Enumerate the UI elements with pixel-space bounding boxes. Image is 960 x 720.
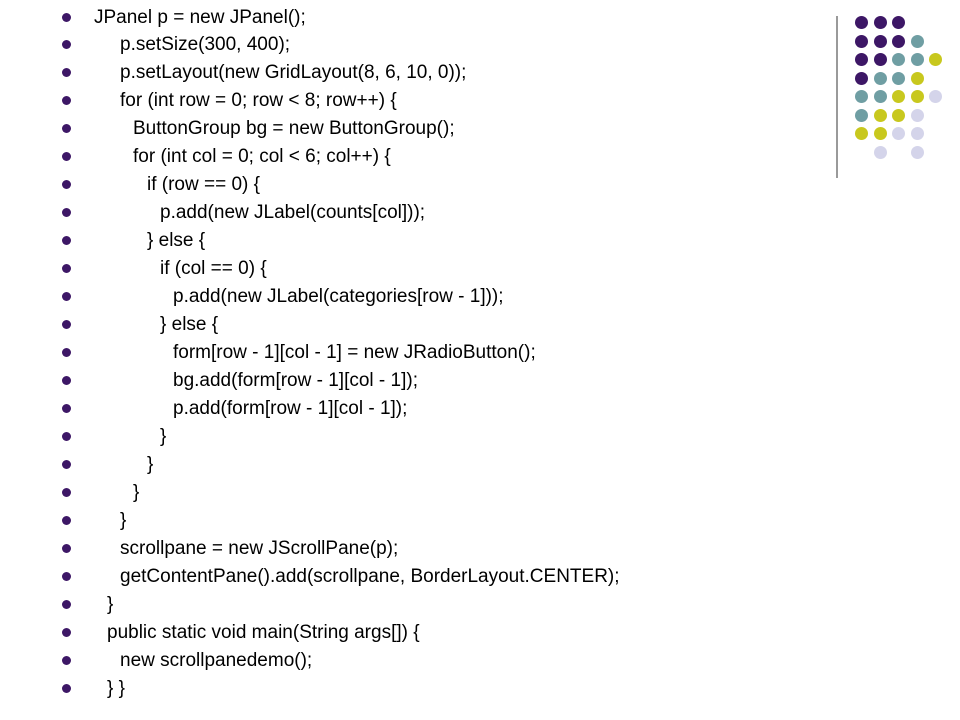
decorative-dot [855, 53, 868, 66]
decorative-dot [892, 34, 905, 48]
code-text: } [120, 510, 127, 531]
bullet-icon [62, 656, 71, 665]
decorative-dot [910, 34, 924, 48]
code-text: public static void main(String args[]) { [107, 622, 420, 643]
decorative-dot [892, 90, 905, 103]
bullet-icon [62, 124, 71, 133]
decorative-dot [873, 34, 887, 48]
bullet-icon [62, 208, 71, 217]
decorative-dot [855, 16, 868, 29]
decorative-dot [929, 90, 942, 103]
code-text: p.add(form[row - 1][col - 1]); [173, 398, 408, 419]
bullet-icon [62, 600, 71, 609]
code-text: if (row == 0) { [147, 174, 260, 195]
bullet-icon [62, 13, 71, 22]
decorative-dot [873, 90, 887, 103]
decorative-dot [910, 53, 924, 66]
bullet-icon [62, 348, 71, 357]
bullet-icon [62, 376, 71, 385]
bullet-icon [62, 544, 71, 553]
decorative-dot [892, 127, 905, 140]
code-text: new scrollpanedemo(); [120, 650, 313, 671]
decorative-dot [873, 53, 887, 66]
bullet-icon [62, 516, 71, 525]
code-text: } [107, 594, 114, 615]
decorative-dot [910, 145, 924, 159]
bullet-icon [62, 180, 71, 189]
code-text: if (col == 0) { [160, 258, 267, 279]
decorative-dot [892, 16, 905, 29]
bullet-icon [62, 488, 71, 497]
code-text: } [160, 426, 167, 447]
code-text: for (int row = 0; row < 8; row++) { [120, 90, 397, 111]
decorative-dot [910, 90, 924, 103]
bullet-icon [62, 628, 71, 637]
decorative-dot [892, 71, 905, 85]
decorative-dot [929, 53, 942, 66]
code-text: p.add(new JLabel(categories[row - 1])); [173, 286, 504, 307]
bullet-icon [62, 684, 71, 693]
code-text: p.setLayout(new GridLayout(8, 6, 10, 0))… [120, 62, 467, 83]
decorative-dot [855, 34, 868, 48]
code-text: for (int col = 0; col < 6; col++) { [133, 146, 391, 167]
code-text: scrollpane = new JScrollPane(p); [120, 538, 399, 559]
bullet-icon [62, 404, 71, 413]
bullet-icon [62, 40, 71, 49]
bullet-icon [62, 68, 71, 77]
decorative-dot [873, 127, 887, 140]
decorative-dot [910, 127, 924, 140]
bullet-icon [62, 460, 71, 469]
decorative-dot [873, 71, 887, 85]
code-text: } else { [160, 314, 219, 335]
bullet-icon [62, 572, 71, 581]
bullet-icon [62, 236, 71, 245]
decorative-divider-line [836, 16, 838, 178]
code-text: } else { [147, 230, 206, 251]
code-text: } [133, 482, 140, 503]
decorative-dot [873, 145, 887, 159]
decorative-dot [855, 108, 868, 122]
decorative-dot [855, 90, 868, 103]
bullet-icon [62, 264, 71, 273]
bullet-icon [62, 292, 71, 301]
code-bullet-list: JPanel p = new JPanel(); p.setSize(300, … [62, 7, 620, 699]
code-text: p.add(new JLabel(counts[col])); [160, 202, 426, 223]
code-text: } } [107, 678, 125, 699]
code-text: bg.add(form[row - 1][col - 1]); [173, 370, 418, 391]
code-text: p.setSize(300, 400); [120, 34, 291, 55]
code-text: JPanel p = new JPanel(); [94, 7, 306, 28]
bullet-icon [62, 96, 71, 105]
decorative-dot [873, 108, 887, 122]
code-text: } [147, 454, 154, 475]
code-text: ButtonGroup bg = new ButtonGroup(); [133, 118, 455, 139]
decorative-dot [855, 127, 868, 140]
bullet-icon [62, 320, 71, 329]
code-text: getContentPane().add(scrollpane, BorderL… [120, 566, 620, 587]
bullet-icon [62, 152, 71, 161]
decorative-dot [892, 108, 905, 122]
bullet-icon [62, 432, 71, 441]
decorative-dot [910, 108, 924, 122]
decorative-dot [910, 71, 924, 85]
decorative-dot [873, 16, 887, 29]
decorative-dot [892, 53, 905, 66]
code-text: form[row - 1][col - 1] = new JRadioButto… [173, 342, 536, 363]
decorative-dot [855, 71, 868, 85]
